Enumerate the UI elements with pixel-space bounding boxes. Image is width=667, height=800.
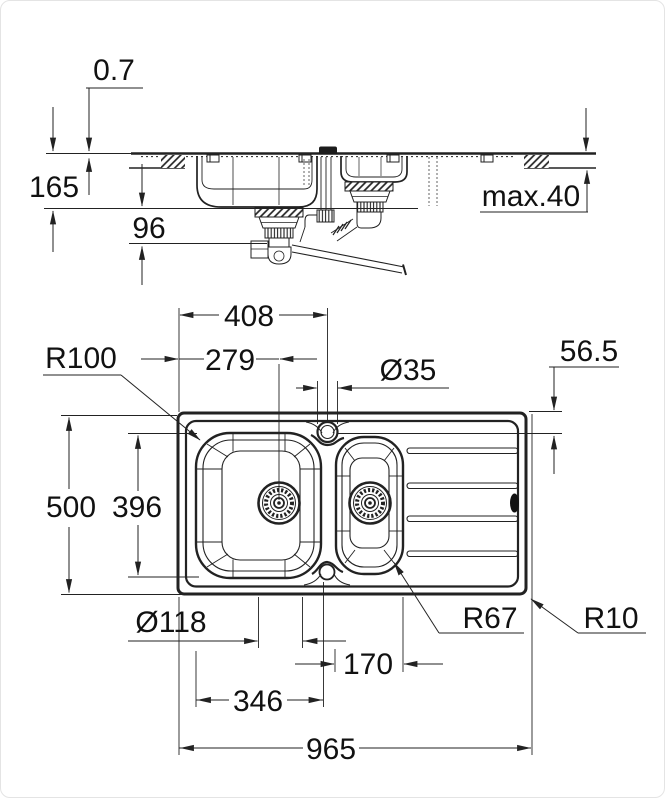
outlet-pipe	[291, 244, 407, 276]
dim-bowl-width: 346	[196, 685, 323, 718]
drainer-grooves	[406, 447, 519, 558]
dim-bowl-depth: 396	[112, 434, 162, 576]
overflow-pipe	[299, 157, 335, 243]
half-drain	[348, 481, 392, 525]
sink-outer-edge	[176, 411, 528, 596]
dim-inner-radius-label: R67	[462, 602, 517, 635]
dim-overall-length-label: 965	[306, 733, 356, 766]
dim-rim-height-label: 0.7	[93, 54, 135, 87]
dim-worktop-thickness: max.40	[480, 108, 591, 213]
dim-overall-length: 965	[179, 733, 532, 766]
dim-bowl-radius: R100	[43, 342, 201, 441]
dim-tap-from-left: 408	[179, 300, 328, 333]
section-view: 0.7 165 96 max.40	[29, 54, 596, 285]
dim-bowl-depth-label: 396	[112, 491, 162, 524]
dim-overall-depth-label: 500	[46, 491, 96, 524]
dim-installation-depth-label: 165	[29, 171, 79, 204]
dim-tap-hole-dia: Ø35	[296, 354, 449, 392]
dim-half-bowl-width-label: 170	[343, 648, 393, 681]
main-waste-trap	[250, 207, 304, 265]
dim-tap-offset-label: 56.5	[560, 335, 618, 368]
dim-corner-radius-label: R10	[583, 602, 638, 635]
dim-tap-hole-dia-label: Ø35	[380, 354, 437, 387]
dim-drain-from-left-label: 279	[205, 344, 255, 377]
dim-drain-dia-label: Ø118	[135, 606, 206, 639]
main-bowl-plan	[194, 431, 323, 580]
dim-rim-height: 0.7	[85, 54, 143, 195]
dim-corner-radius: R10	[530, 598, 646, 635]
tap-hole	[316, 420, 339, 444]
sink-inner-rim	[184, 419, 520, 588]
worktop-and-rim	[46, 152, 596, 169]
overflow-hole	[318, 563, 336, 581]
half-waste	[330, 181, 394, 242]
worktop-cut-right	[524, 155, 549, 168]
dim-inner-radius: R67	[393, 561, 524, 635]
bowl-divider	[303, 421, 351, 586]
dim-drain-dia: Ø118	[128, 606, 346, 645]
extension-lines	[61, 308, 562, 755]
dim-bowl-radius-label: R100	[45, 342, 117, 375]
dim-clearance: 96	[132, 164, 166, 285]
dim-overall-depth: 500	[46, 416, 96, 594]
dim-installation-depth: 165	[29, 107, 79, 252]
dim-half-bowl-width: 170	[295, 648, 443, 681]
worktop-cut-left	[161, 155, 185, 168]
dim-tap-from-left-label: 408	[224, 300, 274, 333]
drainer-outlet-mark	[510, 493, 519, 513]
dim-drain-from-left: 279	[141, 344, 317, 377]
dim-worktop-thickness-label: max.40	[482, 180, 580, 213]
tap-hole-section	[319, 146, 337, 155]
plan-view: 408 279 Ø35 56.5 R100	[43, 300, 646, 766]
dim-clearance-label: 96	[132, 212, 165, 245]
dim-bowl-width-label: 346	[233, 685, 283, 718]
mounting-clips	[206, 154, 494, 163]
half-bowl-plan	[334, 435, 405, 576]
dim-tap-offset: 56.5	[549, 335, 619, 474]
